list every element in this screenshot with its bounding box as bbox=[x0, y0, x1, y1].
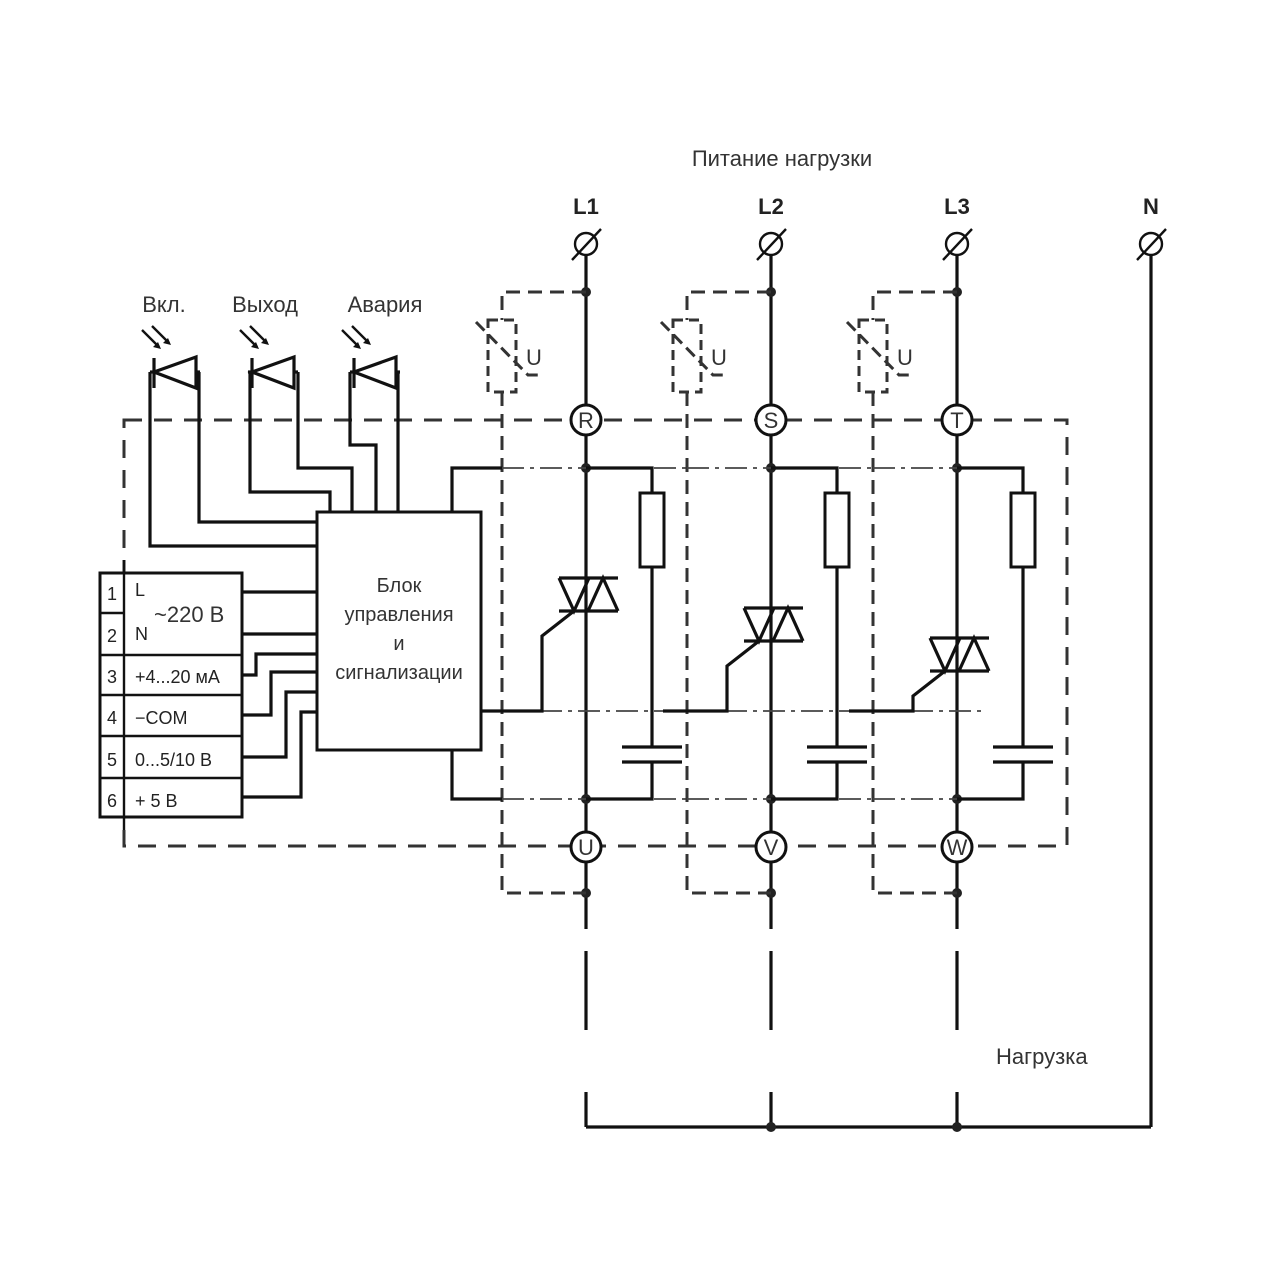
control-block-label-2: управления bbox=[344, 604, 453, 626]
svg-text:R: R bbox=[578, 408, 594, 433]
neutral-line bbox=[1136, 228, 1167, 1127]
led-icon bbox=[239, 325, 298, 391]
line-label-n: N bbox=[1143, 194, 1159, 219]
phase-l3: U T W bbox=[845, 228, 1053, 1127]
phase-l2: U S V bbox=[659, 228, 873, 1127]
svg-text:U: U bbox=[578, 835, 594, 860]
svg-text:0...5/10 В: 0...5/10 В bbox=[135, 750, 212, 770]
svg-text:L: L bbox=[135, 580, 145, 600]
svg-text:T: T bbox=[950, 408, 963, 433]
control-block-label-3: и bbox=[393, 633, 404, 655]
power-supply-title: Питание нагрузки bbox=[692, 146, 872, 171]
varistor-label: U bbox=[897, 345, 913, 370]
varistor-icon bbox=[486, 318, 518, 394]
svg-text:S: S bbox=[764, 408, 779, 433]
triac-icon bbox=[742, 604, 805, 645]
control-block bbox=[315, 510, 483, 752]
led-icon bbox=[341, 325, 400, 391]
varistor-icon bbox=[671, 318, 703, 394]
line-label-l1: L1 bbox=[573, 194, 599, 219]
phase-l1: U R U bbox=[474, 228, 687, 1127]
varistor-label: U bbox=[526, 345, 542, 370]
line-label-l3: L3 bbox=[944, 194, 970, 219]
terminal-5: 5 0...5/10 В bbox=[107, 750, 212, 770]
svg-text:N: N bbox=[135, 624, 148, 644]
top-bus-wire bbox=[450, 466, 502, 512]
svg-text:4: 4 bbox=[107, 708, 117, 728]
output-terminal-v bbox=[754, 830, 788, 864]
svg-text:+4...20 мА: +4...20 мА bbox=[135, 667, 220, 687]
terminal-3: 3 +4...20 мА bbox=[107, 667, 220, 687]
varistor-label: U bbox=[711, 345, 727, 370]
control-block-label-4: сигнализации bbox=[335, 662, 463, 684]
svg-text:V: V bbox=[764, 835, 779, 860]
snubber-resistor-icon bbox=[638, 491, 666, 569]
triac-icon bbox=[557, 574, 620, 615]
line-label-l2: L2 bbox=[758, 194, 784, 219]
svg-text:1: 1 bbox=[107, 584, 117, 604]
snubber-resistor-icon bbox=[823, 491, 851, 569]
indicator-leds bbox=[141, 325, 400, 391]
led-icon bbox=[141, 325, 200, 391]
terminal-block bbox=[98, 560, 244, 830]
input-terminal-r bbox=[569, 403, 603, 437]
varistor-icon bbox=[857, 318, 889, 394]
control-block-label-1: Блок bbox=[377, 575, 422, 597]
terminal-6: 6 + 5 В bbox=[107, 791, 178, 811]
indicator-label-on: Вкл. bbox=[142, 292, 186, 317]
bottom-bus-wire bbox=[450, 750, 502, 801]
load-label: Нагрузка bbox=[996, 1044, 1088, 1069]
input-terminal-t bbox=[940, 403, 974, 437]
output-terminal-u bbox=[569, 830, 603, 864]
triac-icon bbox=[928, 634, 991, 675]
svg-text:5: 5 bbox=[107, 750, 117, 770]
svg-text:2: 2 bbox=[107, 626, 117, 646]
svg-text:W: W bbox=[947, 835, 968, 860]
supply-voltage-label: ~220 В bbox=[154, 602, 224, 627]
svg-text:3: 3 bbox=[107, 667, 117, 687]
terminal-4: 4 −COM bbox=[107, 708, 188, 728]
snubber-resistor-icon bbox=[1009, 491, 1037, 569]
svg-text:6: 6 bbox=[107, 791, 117, 811]
output-terminal-w bbox=[940, 830, 974, 864]
phase-channels: U R U U S V U T W bbox=[474, 228, 1053, 1127]
indicator-label-output: Выход bbox=[232, 292, 298, 317]
svg-text:−COM: −COM bbox=[135, 708, 188, 728]
svg-text:+ 5 В: + 5 В bbox=[135, 791, 178, 811]
input-terminal-s bbox=[754, 403, 788, 437]
indicator-label-alarm: Авария bbox=[348, 292, 423, 317]
